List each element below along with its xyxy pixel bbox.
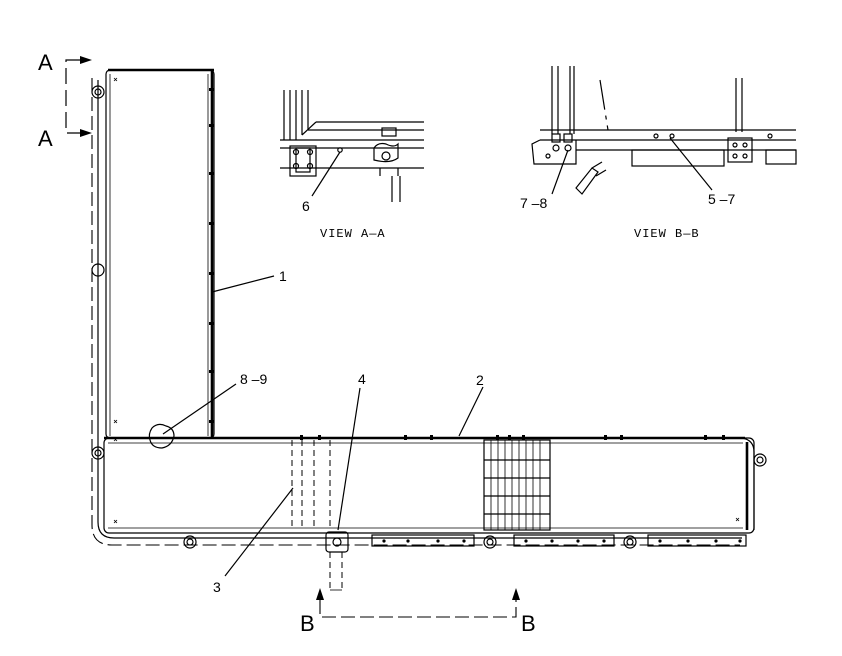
view-b-callout-7-8: 7 –8	[520, 195, 547, 211]
arrow-b-right	[512, 588, 520, 600]
callout-4: 4	[358, 371, 366, 387]
callout-8-9: 8 –9	[240, 371, 267, 387]
view-b-b-detail: 7 –8 5 –7 VIEW B—B	[520, 66, 797, 241]
callout-3: 3	[213, 579, 221, 595]
arrow-b-left	[316, 588, 324, 600]
section-marker-a: A A	[38, 50, 92, 151]
main-frame	[91, 68, 767, 591]
decal-shape	[148, 423, 175, 449]
section-label-a-top: A	[38, 50, 53, 75]
callout-1: 1	[279, 268, 287, 284]
view-b-callout-5-7: 5 –7	[708, 191, 735, 207]
callouts: 1 2 3 4 8 –9	[162, 268, 484, 595]
view-a-callout-6: 6	[302, 198, 310, 214]
view-a-caption: VIEW A—A	[320, 227, 386, 241]
section-label-b-right: B	[521, 611, 536, 636]
section-label-a-bottom: A	[38, 126, 53, 151]
lower-bracket	[325, 531, 349, 591]
arrow-a-top	[80, 56, 92, 64]
section-label-b-left: B	[300, 611, 315, 636]
section-marker-b: B B	[300, 588, 536, 636]
roller-wheels	[91, 85, 767, 549]
bolt-marks	[113, 77, 740, 524]
grating-panel	[483, 439, 551, 531]
arrow-a-bottom	[80, 129, 92, 137]
callout-2: 2	[476, 372, 484, 388]
view-a-a-detail: 6 VIEW A—A	[280, 90, 424, 241]
view-b-caption: VIEW B—B	[634, 227, 700, 241]
